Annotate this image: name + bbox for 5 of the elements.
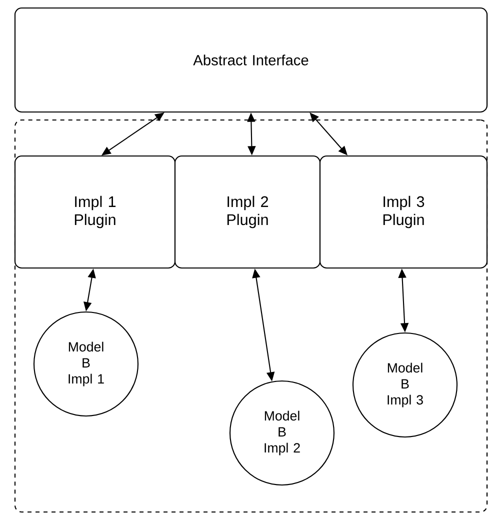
interface-box: Abstract Interface bbox=[14, 7, 488, 113]
plugin-box: Impl 1 Plugin bbox=[14, 155, 176, 269]
plugin-box: Impl 2 Plugin bbox=[174, 155, 321, 269]
plugin-box: Impl 3 Plugin bbox=[319, 155, 488, 269]
dashed-group-box bbox=[14, 119, 488, 513]
